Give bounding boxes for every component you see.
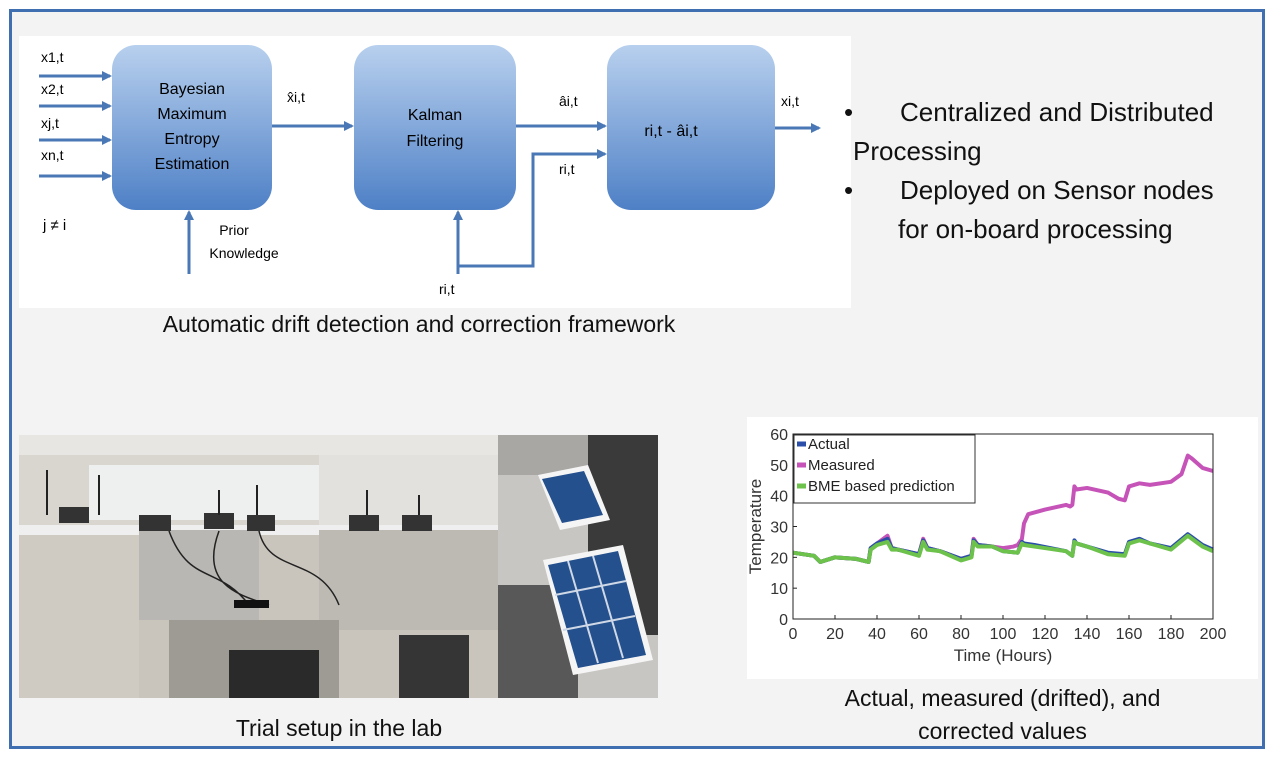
lab-photo	[19, 435, 498, 698]
prior-label-line-1: Prior	[219, 222, 249, 238]
prior-label-line-2: Knowledge	[209, 245, 278, 261]
x-tick-label: 40	[868, 626, 886, 643]
kalman-filter-box	[354, 45, 516, 210]
correction-box	[607, 45, 775, 210]
x-tick-label: 140	[1074, 626, 1101, 643]
solar-panel-illustration	[498, 435, 658, 698]
framework-diagram-svg: x1,t x2,t xj,t xn,t j ≠ i Bayesian Maxim…	[39, 45, 821, 297]
x-tick-label: 120	[1032, 626, 1059, 643]
kalman-box-line-2: Filtering	[407, 133, 464, 150]
lab-photo-illustration	[19, 435, 498, 698]
x-tick-label: 20	[826, 626, 844, 643]
x-tick-label: 80	[952, 626, 970, 643]
chart-caption-line-1: Actual, measured (drifted), and	[844, 685, 1161, 711]
correction-box-label: ri,t - âi,t	[644, 123, 698, 140]
x-axis-label: Time (Hours)	[954, 646, 1053, 665]
framework-diagram: x1,t x2,t xj,t xn,t j ≠ i Bayesian Maxim…	[19, 36, 851, 308]
bullet-2-line-2: for on-board processing	[898, 214, 1173, 244]
bme-estimation-box	[112, 45, 272, 210]
bme-box-line-2: Maximum	[157, 106, 226, 123]
bullet-2-line-1: Deployed on Sensor nodes	[900, 175, 1214, 205]
y-tick-label: 30	[770, 520, 788, 537]
x-tick-label: 200	[1200, 626, 1227, 643]
x-tick-label: 60	[910, 626, 928, 643]
framework-caption: Automatic drift detection and correction…	[162, 311, 676, 337]
temperature-chart: 0 20 40 60 80 100 120 140 160 180 200 0 10 20 30 40 50 60…	[747, 417, 1258, 679]
legend-entry: Measured	[808, 457, 875, 474]
dhat-label: âi,t	[559, 93, 578, 109]
x-tick-label: 160	[1116, 626, 1143, 643]
y-axis-label: Temperature	[747, 479, 765, 574]
y-tick-label: 50	[770, 458, 788, 475]
series-line-bme-based-prediction	[792, 533, 1214, 564]
r-mid-label: ri,t	[559, 161, 575, 177]
bme-box-line-4: Estimation	[155, 156, 230, 173]
temperature-chart-svg: 0 20 40 60 80 100 120 140 160 180 200 0 10 20 30 40 50 60…	[747, 427, 1227, 665]
input-label-3: xj,t	[41, 115, 59, 131]
legend-box	[793, 434, 976, 504]
plot-area	[792, 433, 1214, 620]
chart-caption-line-2: corrected values	[918, 718, 1087, 744]
legend-entry: Actual	[808, 436, 850, 453]
bullet-dot-icon: •	[844, 97, 854, 127]
input-label-4: xn,t	[41, 147, 64, 163]
kalman-box-line-1: Kalman	[408, 107, 462, 124]
y-tick-label: 0	[779, 612, 788, 629]
legend-entry: BME based prediction	[808, 478, 955, 495]
input-label-2: x2,t	[41, 81, 64, 97]
y-tick-label: 10	[770, 581, 788, 598]
bme-box-line-1: Bayesian	[159, 81, 225, 98]
output-label: xi,t	[781, 93, 799, 109]
x-tick-label: 0	[789, 626, 798, 643]
bullet-1-line-1: Centralized and Distributed	[900, 97, 1214, 127]
input-label-1: x1,t	[41, 49, 64, 65]
lab-caption: Trial setup in the lab	[235, 715, 443, 741]
constraint-label: j ≠ i	[42, 217, 66, 234]
solar-panel-photo	[498, 435, 658, 698]
r-bypass-arrow	[458, 149, 607, 268]
y-tick-label: 40	[770, 489, 788, 506]
x-tick-label: 100	[990, 626, 1017, 643]
bullet-dot-icon: •	[844, 175, 854, 205]
bullet-1-line-2: Processing	[853, 136, 982, 166]
x-tick-label: 180	[1158, 626, 1185, 643]
xhat-label: x̂i,t	[287, 89, 305, 105]
y-tick-label: 60	[770, 427, 788, 444]
r-bottom-label: ri,t	[439, 281, 455, 297]
bme-box-line-3: Entropy	[164, 131, 219, 148]
y-tick-label: 20	[770, 550, 788, 567]
